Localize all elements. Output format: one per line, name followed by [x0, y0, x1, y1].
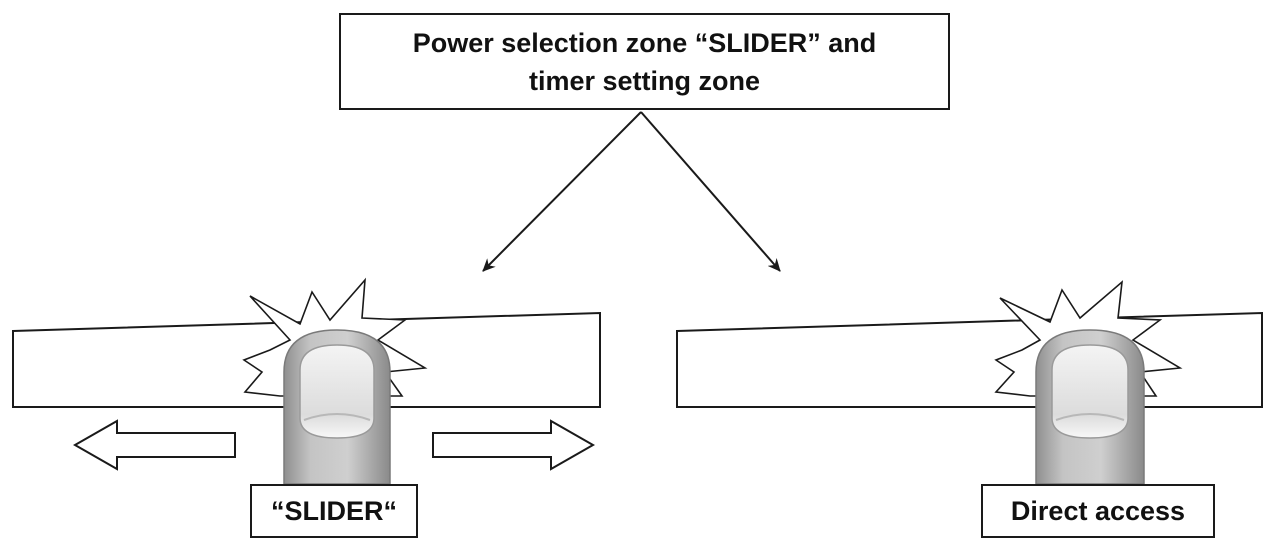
title-line-1: Power selection zone “SLIDER” and	[412, 27, 877, 58]
direct-access-label: Direct access	[981, 484, 1215, 538]
right-control-panel	[676, 311, 1263, 408]
slider-label: “SLIDER“	[250, 484, 418, 538]
pointer-line-left	[482, 111, 642, 272]
left-finger-icon	[283, 329, 391, 485]
arrow-left-icon	[72, 419, 236, 471]
title-line-2: timer setting zone	[528, 65, 761, 96]
right-panel-surface	[676, 311, 1263, 408]
pointer-line-right	[640, 111, 781, 272]
title-box: Power selection zone “SLIDER” and timer …	[339, 13, 950, 110]
right-finger-icon	[1035, 329, 1145, 485]
arrow-right-icon	[432, 419, 596, 471]
